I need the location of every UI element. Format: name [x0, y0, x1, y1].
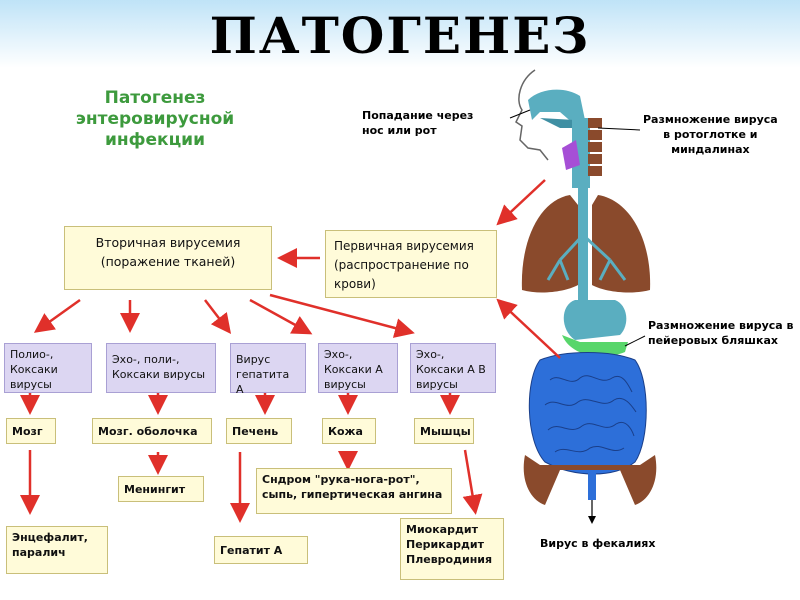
primary-viremia-line: Первичная вирусемия [334, 239, 474, 253]
diagram-title-line: инфекции [104, 130, 206, 150]
virus-group-line: Эхо-, [324, 348, 353, 361]
peyer-replication-line: Размножение вируса в [648, 319, 794, 332]
primary-viremia-box: Первичная вирусемия (распространение по … [325, 230, 497, 298]
virus-group-line: Эхо-, [416, 348, 445, 361]
secondary-viremia-box: Вторичная вирусемия (поражение тканей) [64, 226, 272, 290]
virus-group-hepatitis-a: Вирус гепатита А [230, 343, 306, 396]
virus-group-line: Эхо-, поли-, [112, 353, 180, 366]
diagram-title-line: Патогенез [104, 88, 206, 108]
outcome-hfm-syndrome: Сндром "рука-нога-рот", сыпь, гипертичес… [256, 468, 452, 514]
diagram-title-line: энтеровирусной [75, 109, 235, 129]
primary-viremia-line: крови) [334, 277, 376, 291]
outcome-line: Энцефалит, [12, 531, 88, 544]
throat-replication-line: в ротоглотке и [663, 128, 758, 141]
outcome-cardiac: Миокардит Перикардит Плевродиния [400, 518, 504, 580]
virus-group-line: вирусы [416, 378, 458, 391]
anatomy-illustration [515, 69, 657, 524]
throat-replication-line: миндалинах [671, 143, 750, 156]
secondary-viremia-line: (поражение тканей) [100, 254, 236, 269]
outcome-line: Сндром "рука-нога-рот", [262, 473, 420, 486]
entry-label: Попадание через нос или рот [362, 108, 473, 138]
peyer-replication-label: Размножение вируса в пейеровых бляшках [648, 318, 793, 348]
outcome-line: Миокардит [406, 523, 478, 536]
virus-group-echo-polio-coxsackie: Эхо-, поли-, Коксаки вирусы [106, 343, 216, 393]
outcome-encephalitis: Энцефалит, паралич [6, 526, 108, 574]
virus-group-line: Вирус [236, 353, 271, 366]
virus-group-line: Коксаки [10, 363, 58, 376]
virus-group-echo-coxsackie-ab: Эхо-, Коксаки А В вирусы [410, 343, 496, 393]
diagram-title: Патогенез энтеровирусной инфекции [60, 88, 250, 151]
entry-label-line: нос или рот [362, 124, 437, 137]
target-muscles: Мышцы [414, 418, 474, 444]
virus-group-line: вирусы [10, 378, 52, 391]
virus-group-line: вирусы [324, 378, 366, 391]
outcome-line: сыпь, гипертическая ангина [262, 488, 443, 501]
virus-group-line: Полио-, [10, 348, 54, 361]
header-band: ПАТОГЕНЕЗ [0, 0, 800, 68]
outcome-hepatitis: Гепатит А [214, 536, 308, 564]
target-liver: Печень [226, 418, 292, 444]
throat-replication-line: Размножение вируса [643, 113, 778, 126]
outcome-meningitis: Менингит [118, 476, 204, 502]
target-meninges: Мозг. оболочка [92, 418, 212, 444]
throat-replication-label: Размножение вируса в ротоглотке и миндал… [643, 112, 778, 157]
primary-viremia-line: (распространение по [334, 258, 469, 272]
outcome-line: Перикардит [406, 538, 484, 551]
virus-group-line: Коксаки А В [416, 363, 486, 376]
feces-label: Вирус в фекалиях [540, 537, 656, 550]
page-title: ПАТОГЕНЕЗ [209, 6, 591, 65]
virus-group-line: Коксаки вирусы [112, 368, 206, 381]
virus-group-line: гепатита А [236, 368, 290, 396]
virus-group-polio-coxsackie: Полио-, Коксаки вирусы [4, 343, 92, 393]
secondary-viremia-line: Вторичная вирусемия [95, 235, 241, 250]
outcome-line: паралич [12, 546, 66, 559]
target-skin: Кожа [322, 418, 376, 444]
outcome-line: Плевродиния [406, 553, 493, 566]
target-brain: Мозг [6, 418, 56, 444]
peyer-replication-line: пейеровых бляшках [648, 334, 778, 347]
virus-group-echo-coxsackie-a: Эхо-, Коксаки А вирусы [318, 343, 398, 393]
virus-group-line: Коксаки А [324, 363, 383, 376]
entry-label-line: Попадание через [362, 109, 474, 122]
